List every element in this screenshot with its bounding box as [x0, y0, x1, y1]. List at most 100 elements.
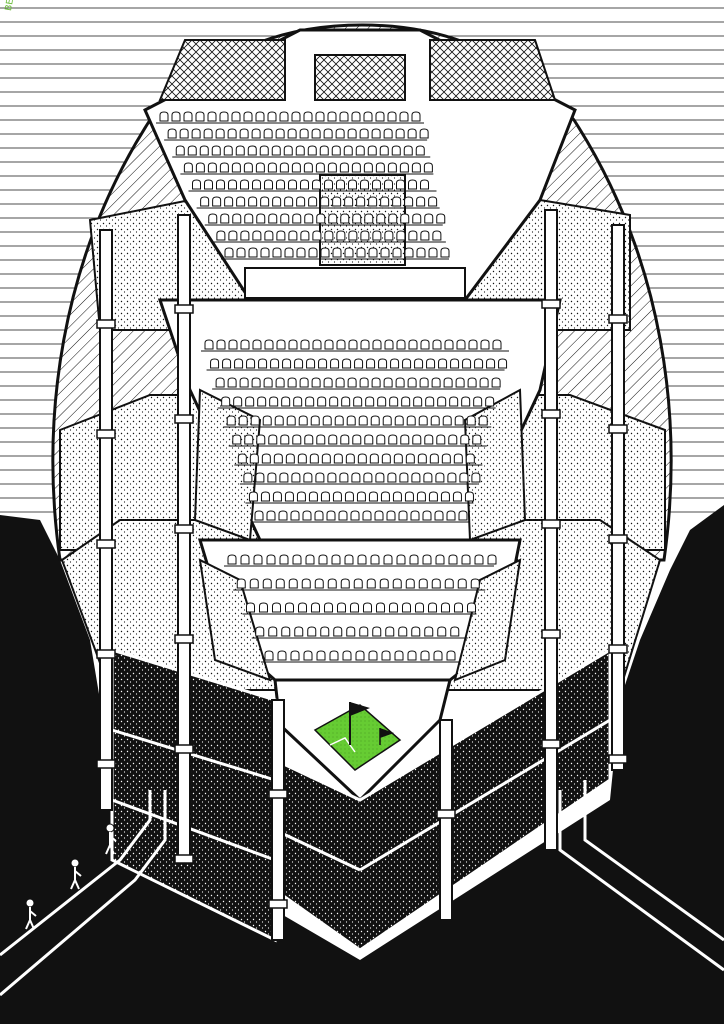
seat: [479, 377, 489, 388]
seat: [249, 453, 259, 464]
seat: [420, 339, 430, 350]
seat: [208, 213, 218, 224]
seat: [399, 111, 409, 122]
seat: [368, 650, 378, 661]
seat: [359, 377, 369, 388]
lower-tier-seats: [224, 554, 497, 663]
seat: [311, 128, 321, 139]
seat: [283, 145, 293, 156]
seat: [315, 111, 325, 122]
seat: [404, 491, 414, 502]
seat: [294, 358, 304, 369]
seat: [396, 179, 405, 190]
seat: [223, 145, 233, 156]
seat: [360, 339, 370, 350]
seat: [419, 377, 429, 388]
seat: [416, 491, 426, 502]
seat: [256, 213, 266, 224]
seat: [455, 377, 465, 388]
seat: [282, 358, 292, 369]
seat: [227, 128, 237, 139]
seat: [406, 415, 416, 426]
seat: [279, 162, 289, 173]
seat: [356, 196, 366, 207]
seat: [387, 162, 397, 173]
seat: [296, 247, 306, 258]
seat: [437, 396, 447, 407]
seat: [375, 472, 385, 483]
seat: [343, 145, 353, 156]
seat: [243, 111, 253, 122]
seat: [408, 339, 418, 350]
seat: [291, 162, 301, 173]
seat: [404, 196, 414, 207]
seat: [316, 650, 326, 661]
seat: [411, 626, 421, 637]
seat: [398, 510, 408, 521]
seat: [303, 162, 313, 173]
seat: [352, 213, 362, 224]
seat: [380, 196, 390, 207]
seat: [371, 128, 381, 139]
seat: [446, 510, 456, 521]
seat: [247, 145, 257, 156]
seat: [419, 128, 429, 139]
seat: [284, 247, 294, 258]
seat: [357, 453, 367, 464]
seat: [448, 434, 458, 445]
seat: [351, 111, 361, 122]
column-joint: [96, 759, 116, 769]
seat: [243, 472, 253, 483]
seat: [299, 377, 309, 388]
column-joint: [96, 649, 116, 659]
seat: [312, 339, 322, 350]
seat: [359, 626, 369, 637]
seat: [288, 578, 298, 589]
seat: [441, 453, 451, 464]
column: [99, 229, 113, 811]
seat: [340, 434, 350, 445]
seat: [426, 358, 436, 369]
seat: [400, 213, 410, 224]
seat: [432, 339, 442, 350]
seat: [277, 650, 287, 661]
seat: [236, 247, 246, 258]
seat: [405, 578, 415, 589]
seat: [436, 213, 446, 224]
column-joint: [541, 299, 561, 309]
seat: [327, 472, 337, 483]
seat: [324, 230, 334, 241]
seat: [346, 626, 356, 637]
column-joint: [174, 634, 194, 644]
seat: [434, 510, 444, 521]
seat: [474, 554, 484, 565]
seat: [492, 339, 502, 350]
seat: [366, 578, 376, 589]
seat: [353, 578, 363, 589]
seat: [408, 230, 418, 241]
seat: [464, 491, 474, 502]
seat: [461, 554, 471, 565]
seat: [424, 626, 434, 637]
seat: [407, 650, 417, 661]
seat: [392, 491, 402, 502]
seat: [275, 578, 285, 589]
seat: [353, 396, 363, 407]
seat: [331, 554, 341, 565]
seat: [272, 602, 281, 613]
seat: [308, 247, 318, 258]
seat: [450, 626, 460, 637]
seat: [245, 396, 255, 407]
seat: [378, 358, 388, 369]
seat: [368, 196, 378, 207]
seat: [288, 339, 298, 350]
seat: [423, 472, 433, 483]
seat: [381, 453, 391, 464]
seat: [285, 453, 295, 464]
seat: [459, 472, 469, 483]
seat: [314, 578, 324, 589]
seat: [346, 415, 356, 426]
seat: [293, 396, 303, 407]
seat: [276, 230, 286, 241]
